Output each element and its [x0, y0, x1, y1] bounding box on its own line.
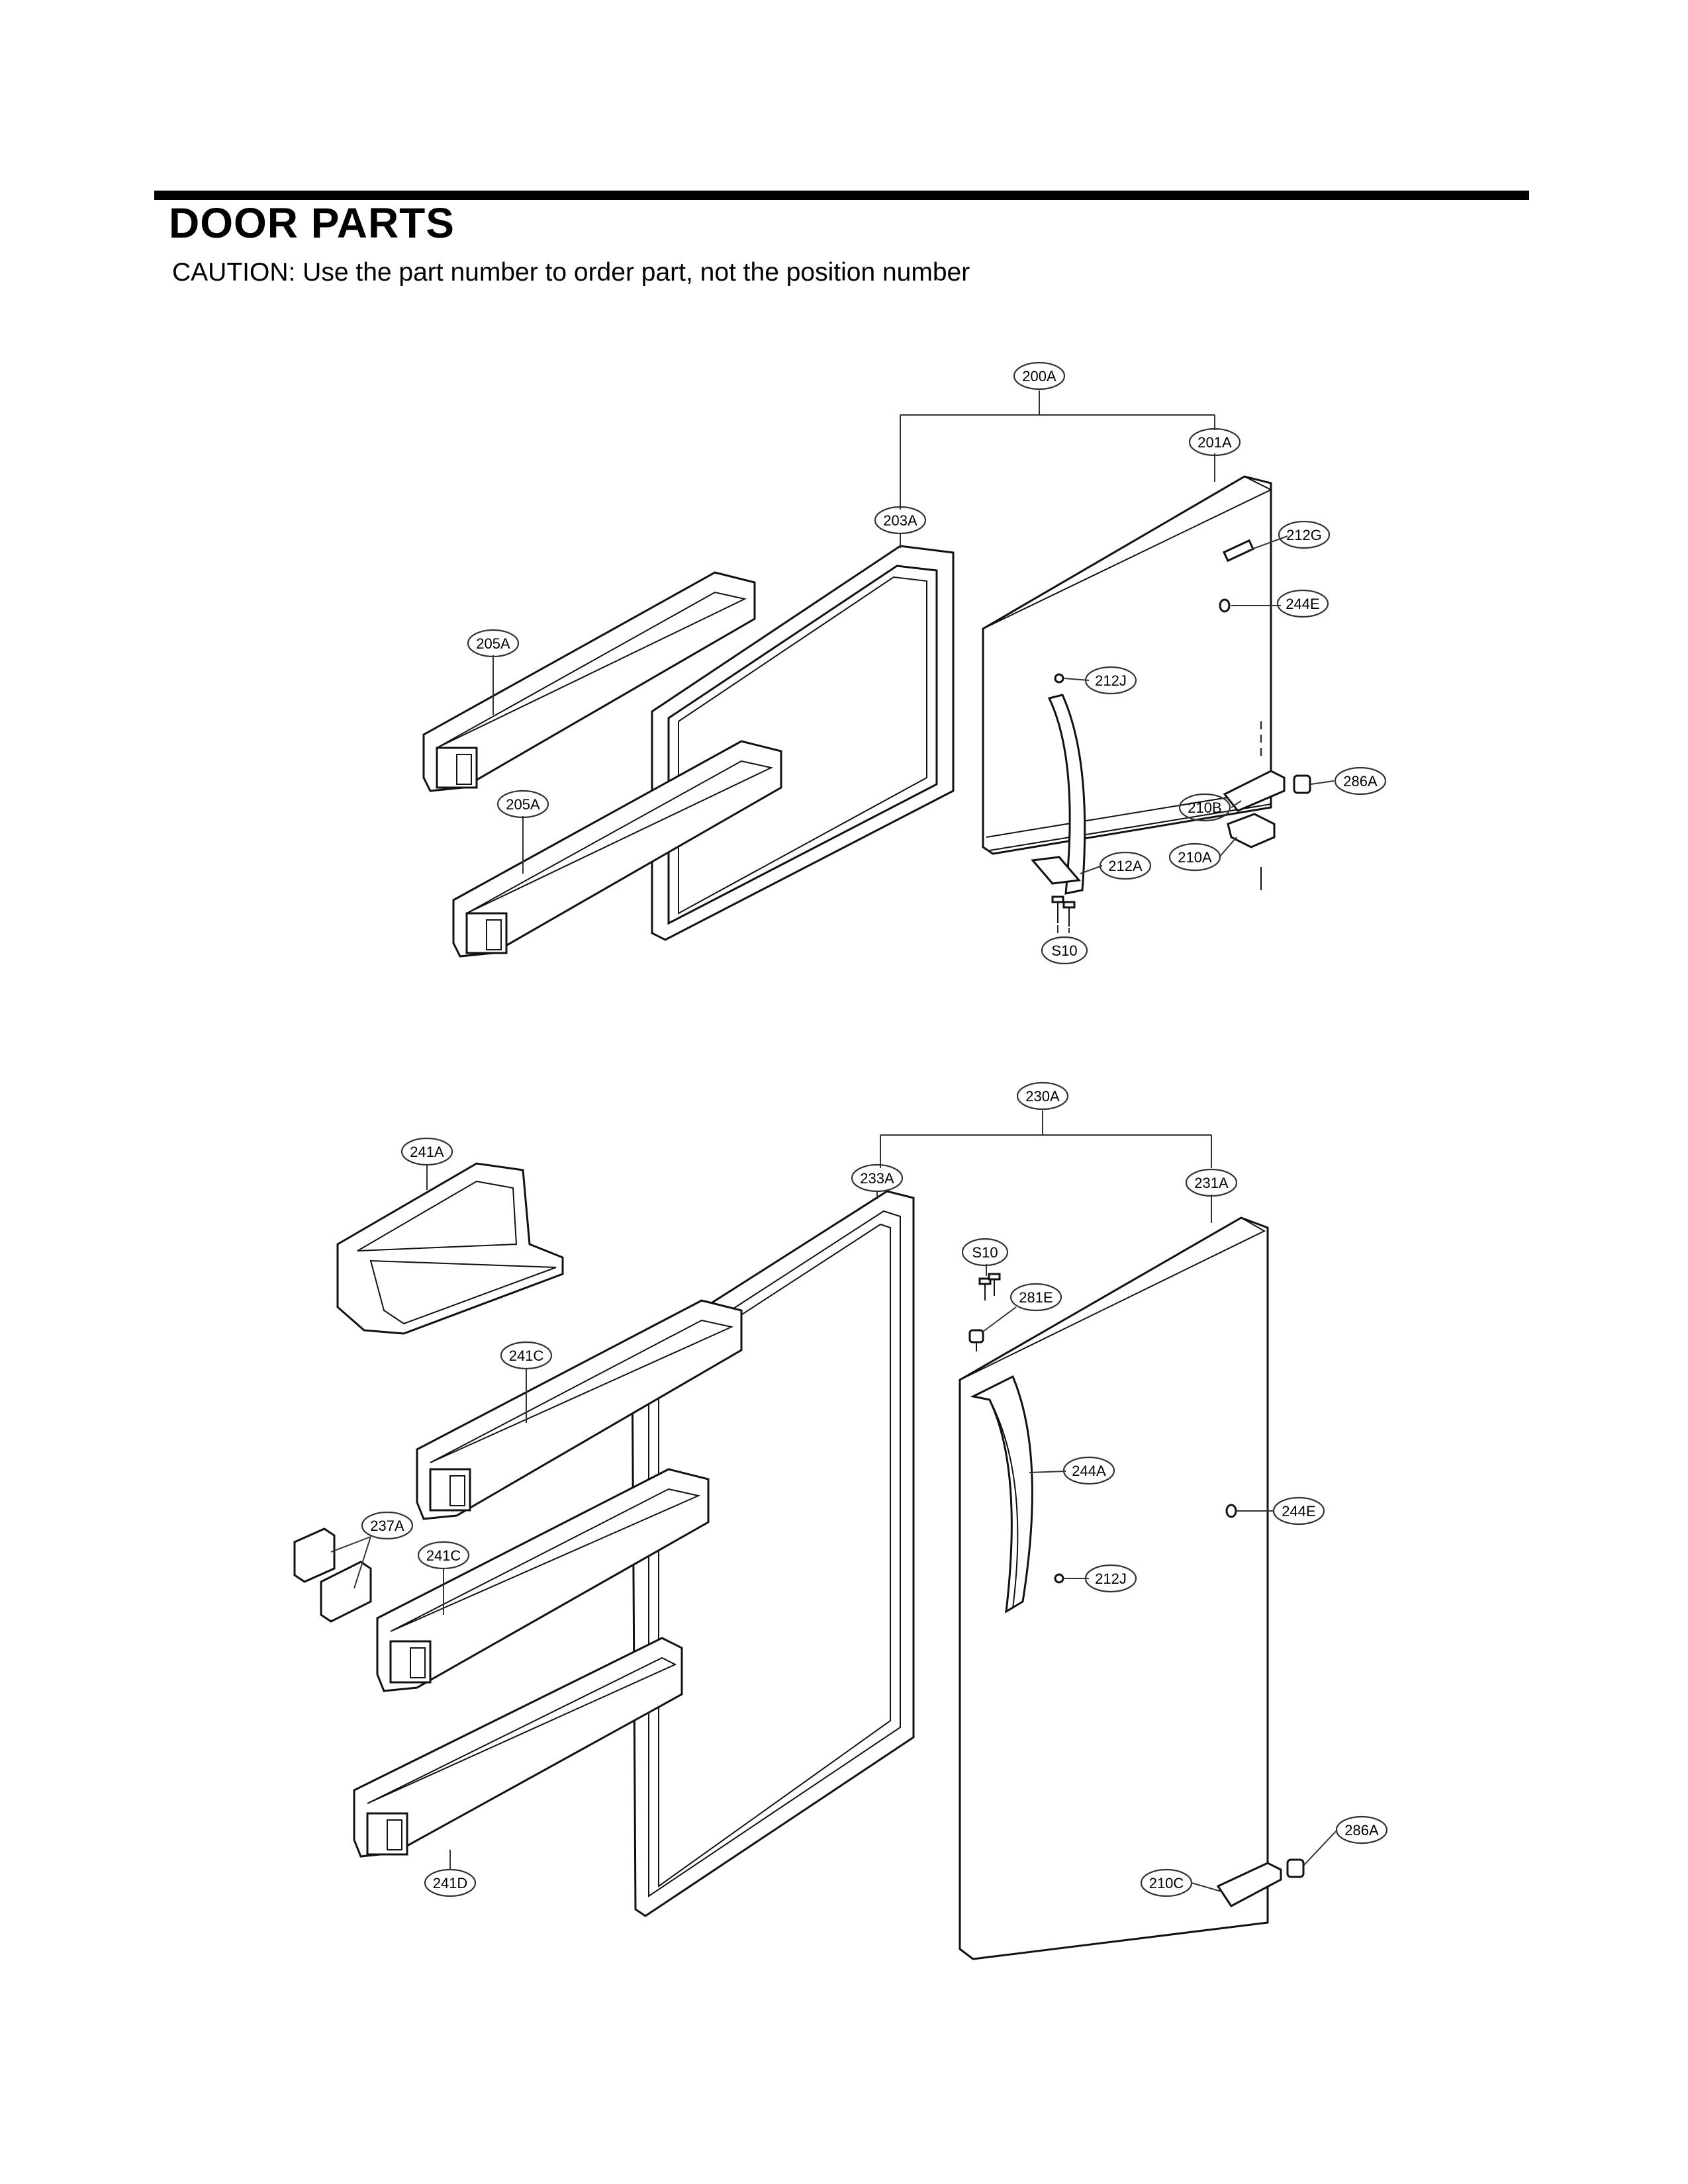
- svg-text:210A: 210A: [1178, 849, 1212, 866]
- callout-244E-top: 244E: [1276, 589, 1329, 618]
- callout-210A: 210A: [1168, 842, 1221, 872]
- gasket-233A: [631, 1190, 915, 1917]
- door-shelf-241C-bottom: [376, 1468, 710, 1692]
- callout-244E-bottom: 244E: [1272, 1496, 1325, 1525]
- clips-237A: [293, 1527, 372, 1623]
- bracket-200A: [900, 390, 1215, 510]
- callout-210C: 210C: [1140, 1868, 1193, 1897]
- callout-S10-bottom: S10: [961, 1238, 1009, 1267]
- screw-212J-top: [1054, 673, 1064, 684]
- callout-237A: 237A: [361, 1511, 414, 1540]
- plug-244E-top: [1219, 598, 1231, 613]
- svg-text:212J: 212J: [1095, 1570, 1127, 1587]
- cap-286A-bottom: [1286, 1858, 1305, 1878]
- door-shelf-205A-top: [422, 571, 756, 792]
- svg-text:200A: 200A: [1022, 368, 1056, 385]
- hinge-210B: [1223, 770, 1286, 812]
- svg-text:241A: 241A: [410, 1144, 444, 1160]
- callout-230A: 230A: [1016, 1081, 1069, 1111]
- callout-205A-bottom: 205A: [496, 790, 549, 819]
- freezer-door-201A: [982, 475, 1273, 855]
- callout-210B: 210B: [1178, 793, 1231, 822]
- page-title: DOOR PARTS: [169, 199, 455, 247]
- handle-244A: [970, 1375, 1033, 1614]
- svg-text:S10: S10: [972, 1244, 998, 1261]
- svg-text:230A: 230A: [1025, 1088, 1060, 1105]
- hinge-210C: [1216, 1862, 1282, 1907]
- svg-text:205A: 205A: [476, 635, 510, 652]
- callout-241C-bottom: 241C: [417, 1541, 470, 1570]
- svg-text:210C: 210C: [1149, 1875, 1184, 1891]
- plug-244E-bottom: [1225, 1504, 1237, 1518]
- fresh-food-door-231A: [959, 1216, 1269, 1960]
- callout-212J-top: 212J: [1084, 666, 1137, 695]
- svg-text:S10: S10: [1051, 942, 1077, 959]
- callout-231A: 231A: [1185, 1168, 1238, 1197]
- callout-281E: 281E: [1009, 1283, 1062, 1312]
- svg-text:212J: 212J: [1095, 672, 1127, 689]
- hinge-210A: [1227, 813, 1276, 848]
- svg-text:281E: 281E: [1019, 1289, 1053, 1306]
- callout-212G: 212G: [1278, 520, 1331, 549]
- svg-text:244A: 244A: [1072, 1463, 1106, 1479]
- svg-text:212G: 212G: [1286, 527, 1322, 543]
- svg-text:231A: 231A: [1194, 1175, 1229, 1191]
- svg-text:237A: 237A: [370, 1518, 404, 1534]
- door-shelf-241C-top: [416, 1299, 743, 1520]
- callout-205A-top: 205A: [467, 629, 520, 658]
- callout-212J-bottom: 212J: [1084, 1564, 1137, 1593]
- door-bin-241A: [336, 1162, 564, 1335]
- callout-244A: 244A: [1062, 1456, 1115, 1485]
- svg-text:212A: 212A: [1108, 858, 1143, 874]
- svg-text:233A: 233A: [860, 1170, 894, 1187]
- callout-241D: 241D: [424, 1868, 477, 1897]
- callout-241A: 241A: [400, 1137, 453, 1166]
- callout-212A: 212A: [1099, 851, 1152, 880]
- svg-text:286A: 286A: [1343, 773, 1378, 790]
- cap-286A-top: [1293, 774, 1311, 794]
- callout-286A-bottom: 286A: [1335, 1815, 1388, 1844]
- callout-200A: 200A: [1013, 361, 1066, 390]
- callout-286A-top: 286A: [1334, 766, 1387, 796]
- door-shelf-241D: [353, 1637, 683, 1858]
- bracket-230A: [880, 1111, 1212, 1168]
- screws-S10-top: [1051, 895, 1076, 927]
- callout-203A: 203A: [874, 506, 927, 535]
- door-shelf-205A-bottom: [452, 740, 782, 958]
- svg-text:205A: 205A: [506, 796, 540, 813]
- svg-text:241C: 241C: [426, 1547, 461, 1564]
- svg-text:244E: 244E: [1286, 596, 1319, 612]
- svg-text:201A: 201A: [1197, 434, 1232, 451]
- svg-text:286A: 286A: [1344, 1822, 1379, 1839]
- plug-281E: [968, 1329, 984, 1343]
- caution-note: CAUTION: Use the part number to order pa…: [172, 258, 970, 287]
- svg-text:244E: 244E: [1282, 1503, 1315, 1520]
- callout-241C-top: 241C: [500, 1341, 553, 1370]
- header-rule: [154, 191, 1529, 200]
- screw-212J-bottom: [1054, 1573, 1064, 1584]
- badge-212G: [1223, 539, 1254, 563]
- leader-lines: [330, 453, 1338, 1892]
- svg-text:210B: 210B: [1188, 799, 1221, 816]
- svg-text:241D: 241D: [433, 1875, 468, 1891]
- handle-212A: [1031, 694, 1086, 895]
- svg-text:241C: 241C: [509, 1347, 544, 1364]
- screws-S10-bottom: [978, 1273, 1001, 1300]
- callout-233A: 233A: [851, 1163, 904, 1193]
- callout-201A: 201A: [1188, 428, 1241, 457]
- svg-text:203A: 203A: [883, 512, 917, 529]
- callout-S10-top: S10: [1041, 936, 1088, 965]
